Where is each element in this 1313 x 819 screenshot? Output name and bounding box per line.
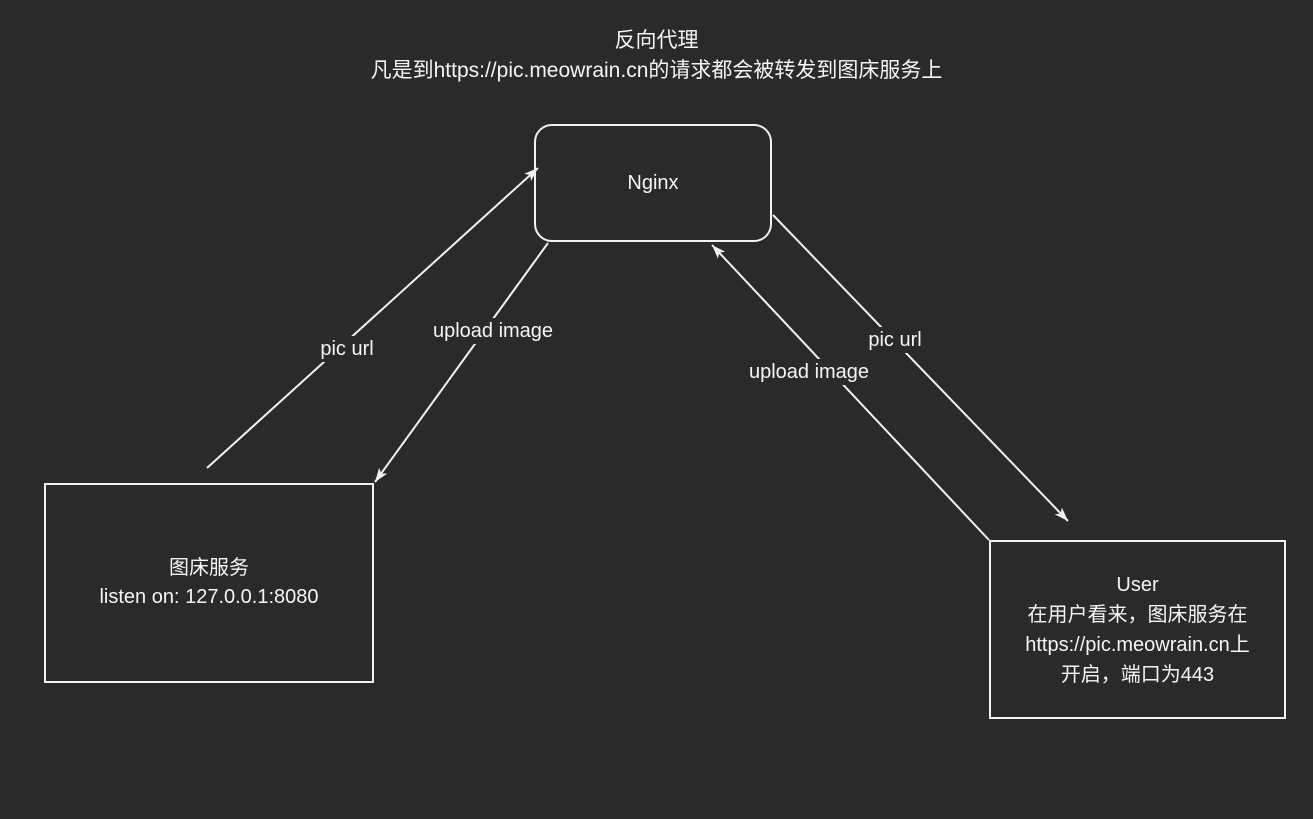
- edge-upload-image-user-to-nginx: [711, 244, 990, 541]
- node-image-service: 图床服务 listen on: 127.0.0.1:8080: [44, 483, 374, 683]
- image-service-listen-address: listen on: 127.0.0.1:8080: [99, 586, 319, 608]
- image-service-title: 图床服务: [169, 557, 249, 579]
- diagram-title: 反向代理 凡是到https://pic.meowrain.cn的请求都会被转发到…: [0, 26, 1313, 86]
- edge-label-upload-image-right: upload image: [743, 359, 875, 385]
- edge-pic-url-nginx-to-user: [772, 214, 1069, 522]
- edge-label-upload-image-left: upload image: [427, 318, 559, 344]
- node-user: User 在用户看来，图床服务在 https://pic.meowrain.cn…: [989, 540, 1286, 719]
- edge-label-pic-url-left: pic url: [315, 336, 379, 362]
- user-description-line-1: 在用户看来，图床服务在: [1027, 603, 1248, 626]
- user-title: User: [1116, 573, 1159, 596]
- title-line-2: 凡是到https://pic.meowrain.cn的请求都会被转发到图床服务上: [370, 59, 943, 82]
- nginx-label: Nginx: [627, 172, 679, 194]
- edge-upload-image-nginx-to-image-service: [374, 242, 549, 483]
- user-description-line-2: https://pic.meowrain.cn上: [1025, 633, 1250, 656]
- user-description-line-3: 开启，端口为443: [1060, 663, 1215, 686]
- edge-label-pic-url-right: pic url: [863, 327, 927, 353]
- edge-pic-url-image-service-to-nginx: [206, 167, 539, 469]
- title-line-1: 反向代理: [614, 29, 699, 52]
- node-nginx: Nginx: [534, 124, 772, 242]
